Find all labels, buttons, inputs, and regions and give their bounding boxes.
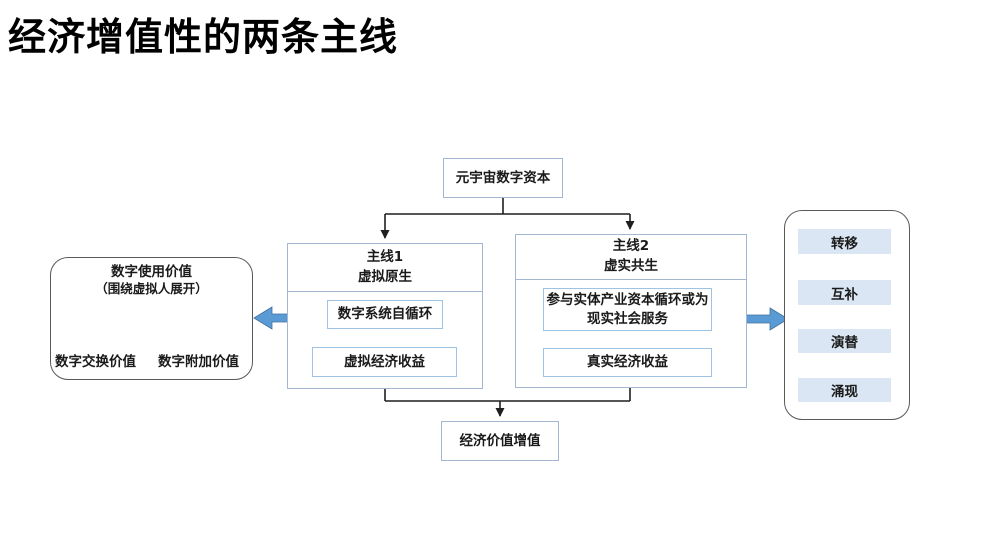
digital-added-value-label: 数字附加价值 xyxy=(158,354,239,370)
digital-exchange-value-label: 数字交换价值 xyxy=(55,354,136,370)
line2-step1-box: 参与实体产业资本循环或为现实社会服务 xyxy=(543,288,712,331)
line2-name: 主线2 xyxy=(612,238,650,255)
line1-step2-label: 虚拟经济收益 xyxy=(344,353,425,370)
evolution-sequence-panel: 转移 互补 演替 涌现 xyxy=(784,210,910,420)
line2-step2-box: 真实经济收益 xyxy=(543,348,712,377)
virtual-human-note: （围绕虚拟人展开） xyxy=(95,281,208,297)
economic-value-result-box: 经济价值增值 xyxy=(441,421,559,461)
transfer-item: 转移 xyxy=(798,229,891,254)
line1-subtitle: 虚拟原生 xyxy=(358,268,412,285)
line2-step2-label: 真实经济收益 xyxy=(587,354,668,371)
economic-value-result-label: 经济价值增值 xyxy=(459,432,541,449)
page-title: 经济增值性的两条主线 xyxy=(8,15,399,59)
left-block-arrow-icon xyxy=(253,306,289,330)
line2-subtitle: 虚实共生 xyxy=(604,258,658,274)
metaverse-capital-box: 元宇宙数字资本 xyxy=(443,158,563,198)
line1-step1-box: 数字系统自循环 xyxy=(327,300,443,329)
line1-step1-label: 数字系统自循环 xyxy=(337,306,433,323)
line1-step2-box: 虚拟经济收益 xyxy=(312,347,457,377)
top-branch-connector xyxy=(385,198,630,215)
digital-use-value-label: 数字使用价值 （围绕虚拟人展开） xyxy=(51,263,252,298)
line2-header: 主线2 虚实共生 xyxy=(516,235,746,280)
line1-name: 主线1 xyxy=(366,248,404,265)
value-triangle-panel: 数字使用价值 （围绕虚拟人展开） 数字交换价值 数字附加价值 xyxy=(50,257,253,380)
line2-step1-label: 参与实体产业资本循环或为现实社会服务 xyxy=(546,292,709,327)
succession-item: 演替 xyxy=(798,329,891,353)
complement-item: 互补 xyxy=(798,280,891,305)
right-block-arrow-icon xyxy=(745,307,789,331)
line1-header: 主线1 虚拟原生 xyxy=(288,244,482,292)
metaverse-capital-label: 元宇宙数字资本 xyxy=(455,169,551,186)
emergence-item: 涌现 xyxy=(798,378,891,402)
merge-connector xyxy=(384,388,631,402)
